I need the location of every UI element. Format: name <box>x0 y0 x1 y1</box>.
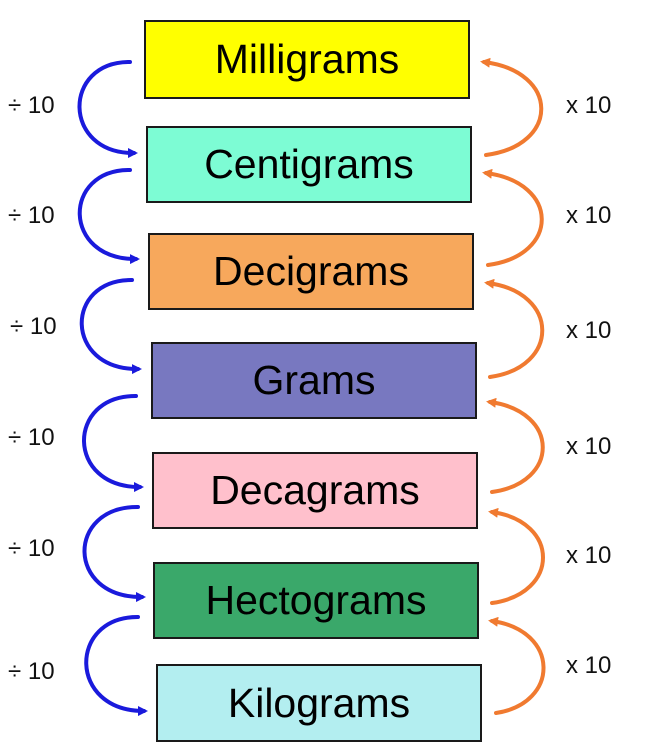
unit-box-milligrams: Milligrams <box>144 20 470 99</box>
divide-arrow <box>77 167 140 265</box>
divide-arrow <box>84 614 148 717</box>
unit-box-decigrams: Decigrams <box>148 233 474 310</box>
multiply-arrow <box>488 616 546 715</box>
multiply-label: x 10 <box>566 317 612 344</box>
divide-label: ÷ 10 <box>8 92 55 119</box>
multiply-label: x 10 <box>566 202 612 229</box>
divide-arrow <box>79 277 142 375</box>
multiply-label: x 10 <box>566 652 612 679</box>
multiply-arrow <box>480 57 544 157</box>
unit-box-kilograms: Kilograms <box>156 664 482 742</box>
divide-arrow <box>77 59 138 159</box>
unit-box-hectograms: Hectograms <box>153 562 479 639</box>
divide-label: ÷ 10 <box>8 424 55 451</box>
multiply-arrow <box>486 397 545 494</box>
multiply-label: x 10 <box>566 542 612 569</box>
divide-label: ÷ 10 <box>8 535 55 562</box>
divide-label: ÷ 10 <box>10 313 57 340</box>
multiply-label: x 10 <box>566 92 612 119</box>
unit-box-centigrams: Centigrams <box>146 126 472 203</box>
multiply-arrow <box>484 278 545 379</box>
multiply-arrow <box>482 168 544 267</box>
unit-box-decagrams: Decagrams <box>152 452 478 529</box>
divide-label: ÷ 10 <box>8 202 55 229</box>
multiply-label: x 10 <box>566 433 612 460</box>
unit-box-grams: Grams <box>151 342 477 419</box>
multiply-arrow <box>488 507 545 605</box>
divide-label: ÷ 10 <box>8 658 55 685</box>
divide-arrow <box>82 393 144 493</box>
divide-arrow <box>82 504 146 603</box>
